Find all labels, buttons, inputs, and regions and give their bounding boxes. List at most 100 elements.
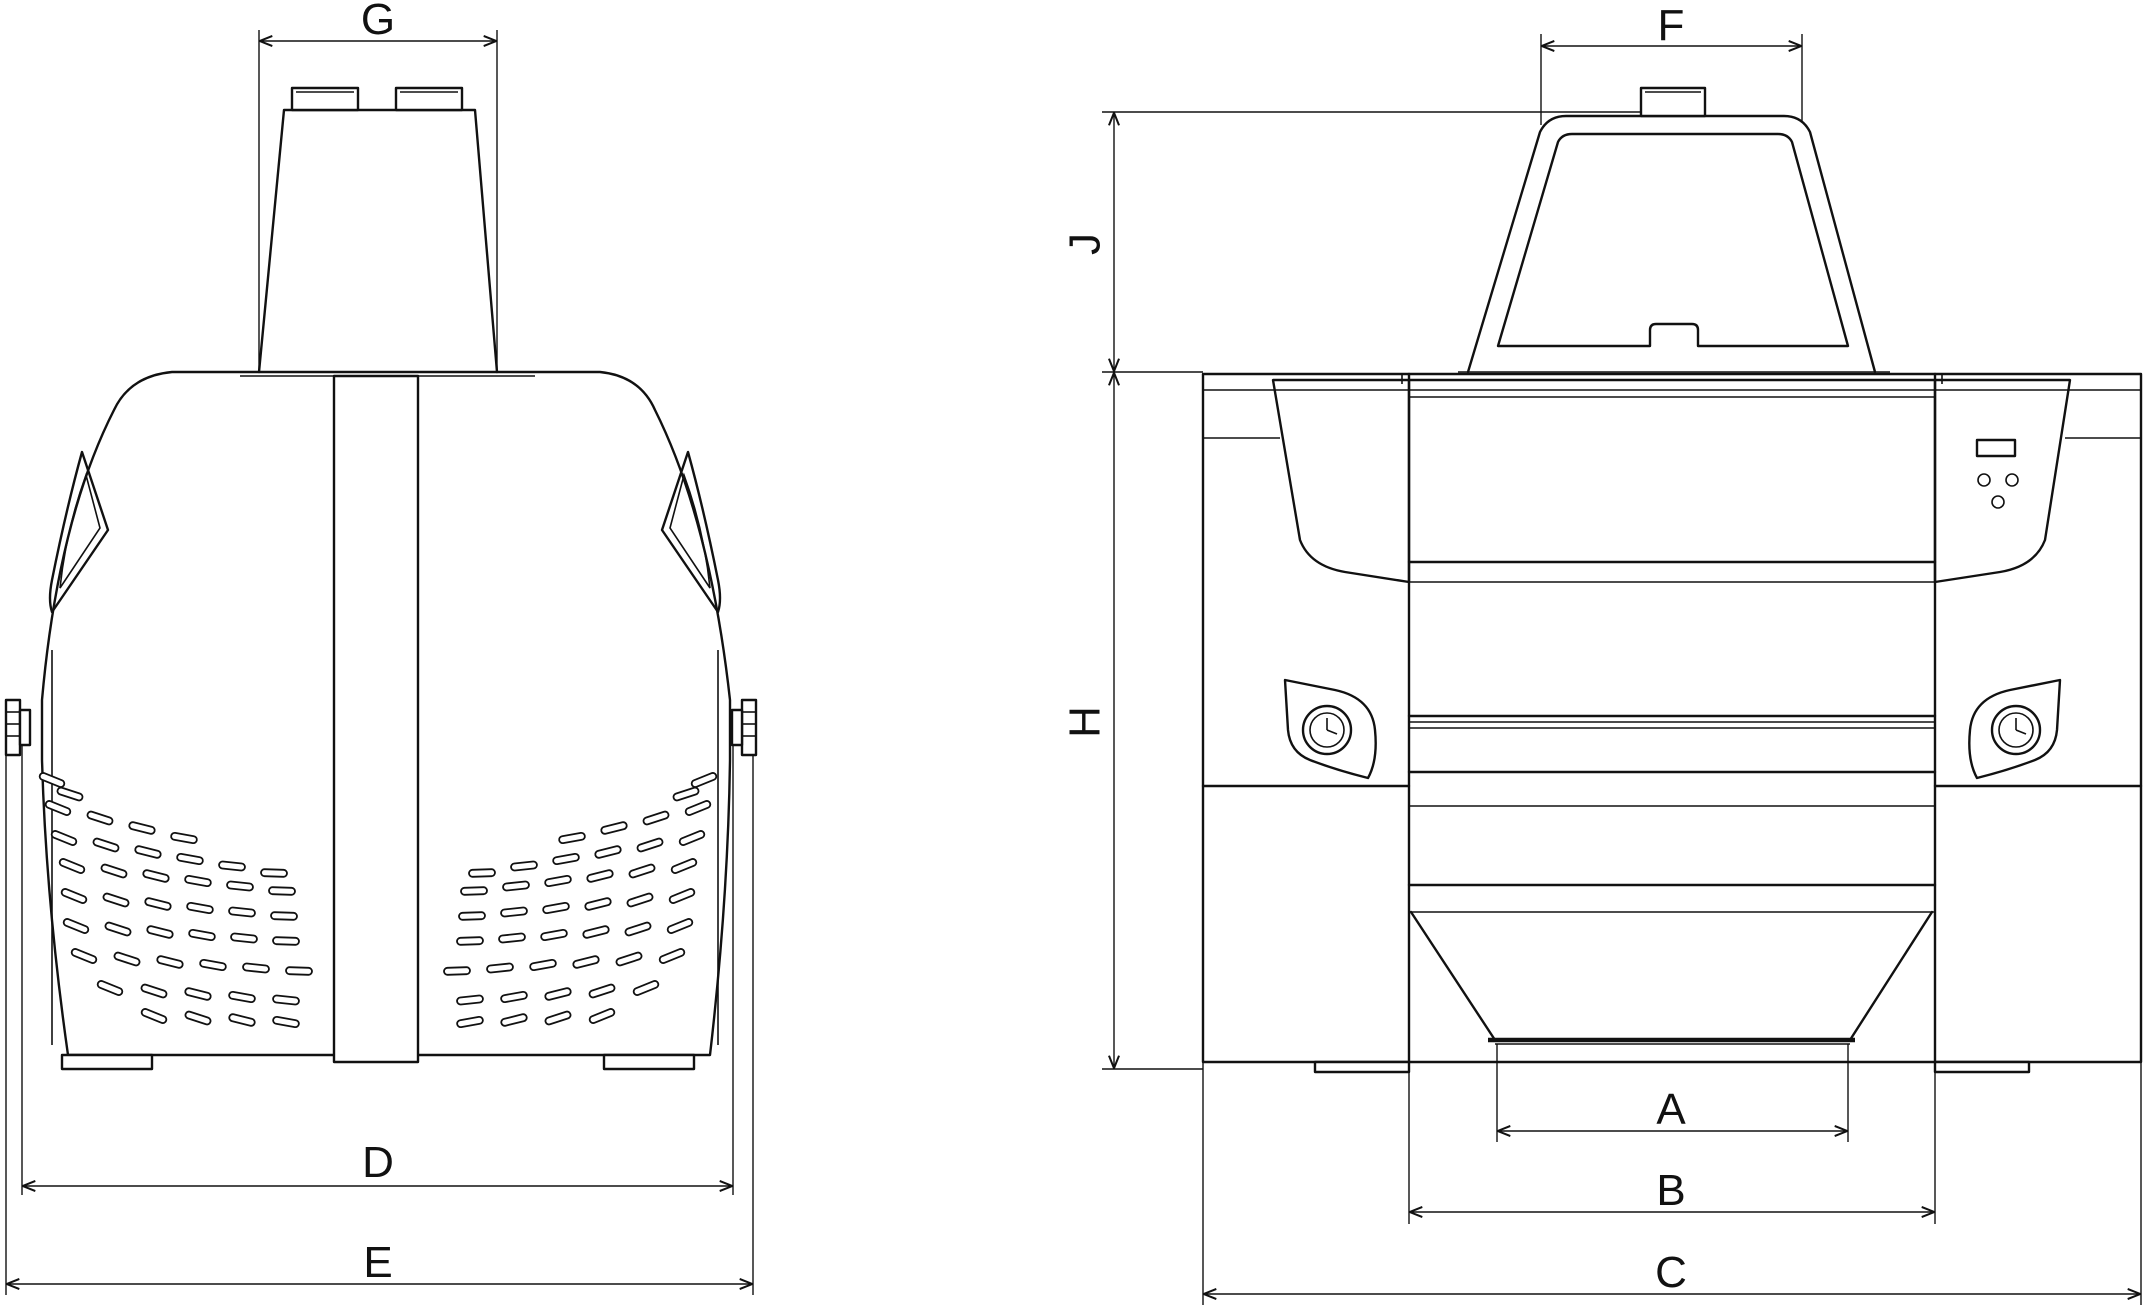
vent-slot [176, 852, 204, 866]
vent-slot [140, 983, 168, 999]
left-foot [60, 1053, 154, 1071]
vent-slot [594, 845, 622, 859]
vent-slot [228, 990, 256, 1004]
vent-slot [668, 888, 696, 904]
vent-slot [186, 901, 214, 915]
control-button [1977, 473, 1991, 487]
control-button [2005, 473, 2019, 487]
left-knob [4, 698, 32, 757]
vent-slot [632, 980, 660, 996]
center-panel [1401, 372, 1943, 1064]
vent-slot [460, 886, 488, 896]
vent-slot [678, 830, 706, 846]
vent-slot [62, 918, 90, 934]
vent-slot [188, 928, 216, 942]
vent-slot [586, 869, 614, 883]
vent-slot [498, 932, 526, 944]
vent-slot [672, 786, 700, 802]
label-a: A [1656, 1085, 1686, 1134]
vent-slot [104, 921, 132, 937]
right-knob [730, 698, 758, 757]
vent-slot [242, 962, 270, 974]
vent-slot [456, 936, 484, 946]
vent-slot [636, 837, 664, 853]
control-panel [1975, 438, 2019, 509]
vent-slot [230, 932, 258, 944]
ventilation-slots [38, 772, 718, 1029]
vent-slot [500, 990, 528, 1004]
vent-slot [58, 858, 86, 874]
dimension-c: C [1202, 1062, 2142, 1305]
center-column [332, 374, 420, 1064]
vent-slot [658, 948, 686, 964]
vent-slot [140, 1008, 168, 1024]
vent-slot [92, 837, 120, 853]
dimensions: G F J H D [5, 0, 2142, 1305]
vent-slot [199, 958, 227, 972]
vent-slot [572, 955, 600, 969]
vent-slot [226, 880, 254, 892]
vent-slot [600, 821, 628, 835]
vent-slot [584, 897, 612, 911]
vent-slot [134, 845, 162, 859]
vent-slot [626, 892, 654, 908]
front-left-foot [1313, 1060, 1411, 1074]
vent-slot [670, 858, 698, 874]
vent-slot [184, 874, 212, 888]
dimension-d: D [21, 745, 734, 1195]
vent-slot [502, 880, 530, 892]
vent-slot [500, 906, 528, 918]
vent-slot [260, 868, 288, 878]
vent-slot [100, 863, 128, 879]
inlet-cone [257, 86, 499, 374]
label-e: E [363, 1238, 392, 1287]
vent-slot [272, 994, 300, 1006]
label-b: B [1656, 1166, 1685, 1215]
vent-slot [690, 772, 718, 788]
vent-slot [458, 911, 486, 921]
front-view [1201, 86, 2143, 1074]
right-gauge [1968, 678, 2062, 780]
vent-slot [684, 800, 712, 816]
vent-slot [228, 1013, 256, 1027]
vent-slot [544, 987, 572, 1001]
vent-slot [184, 1010, 212, 1026]
vent-slot [102, 892, 130, 908]
vent-slot [70, 948, 98, 964]
vent-slot [146, 925, 174, 939]
side-view [4, 86, 758, 1071]
vent-slot [558, 831, 586, 845]
vent-slot [588, 1008, 616, 1024]
vent-slot [156, 955, 184, 969]
vent-slot [588, 983, 616, 999]
left-cover [1271, 378, 1411, 584]
outlet-funnel [1409, 910, 1934, 1045]
vent-slot [38, 772, 66, 788]
vent-slot [666, 918, 694, 934]
vent-slot [456, 1015, 484, 1029]
vent-slot [443, 966, 471, 976]
vent-slot [500, 1013, 528, 1027]
display-screen [1975, 438, 2017, 458]
vent-slot [624, 921, 652, 937]
vent-slot [184, 987, 212, 1001]
dimension-a: A [1496, 1044, 1849, 1142]
dimension-h: H [1061, 374, 1203, 1070]
vent-slot [228, 906, 256, 918]
vent-slot [268, 886, 296, 896]
vent-slot [642, 810, 670, 826]
vent-slot [582, 925, 610, 939]
vent-slot [96, 980, 124, 996]
left-gauge [1283, 678, 1377, 780]
vent-slot [218, 860, 246, 872]
vent-slot [456, 994, 484, 1006]
left-handle [48, 450, 110, 614]
dimension-f: F [1540, 1, 1803, 125]
label-c: C [1655, 1248, 1687, 1297]
label-g: G [361, 0, 395, 44]
control-button [1991, 495, 2005, 509]
dimension-e: E [5, 755, 754, 1295]
vent-slot [142, 869, 170, 883]
vent-slot [615, 951, 643, 967]
